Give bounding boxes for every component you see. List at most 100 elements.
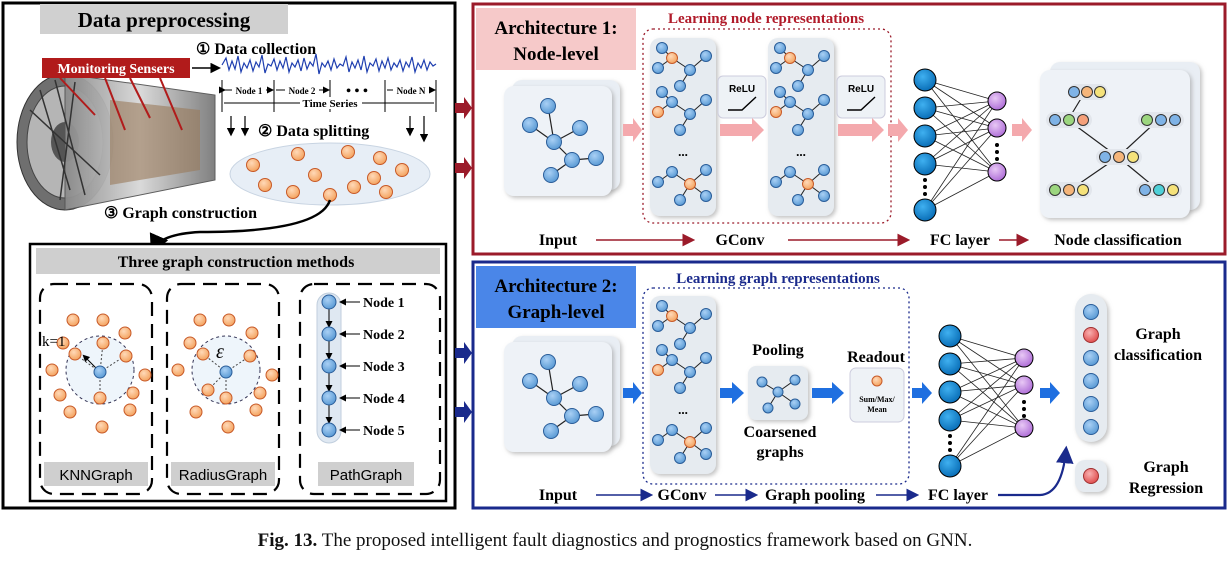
node-1-segment: Node 1 (236, 86, 263, 96)
arch1-relu-arrow-2 (838, 118, 884, 142)
arch2-input-graph (504, 336, 620, 452)
arch1-relu-1: ReLU (717, 75, 767, 119)
path-node-5: Node 5 (363, 424, 405, 439)
coarsened-line-1: Coarsened (744, 424, 817, 441)
arch2-title-line2: Graph-level (507, 302, 604, 323)
graph-classification-nodes (1083, 304, 1099, 435)
arch2-output-arrow (1040, 382, 1060, 404)
sensor-lines (59, 77, 183, 131)
path-node-2: Node 2 (363, 328, 405, 343)
arch2-gconv-region (642, 287, 910, 485)
knn-graph-box (38, 282, 154, 496)
node-n-segment: Node N (397, 86, 426, 96)
path-node-4: Node 4 (363, 392, 405, 407)
arch1-title-line2: Node-level (513, 44, 598, 65)
step3-label: ③ Graph construction (104, 205, 257, 222)
arch2-fc-arrow (912, 382, 932, 404)
step2-label: ② Data splitting (258, 123, 369, 140)
coarsened-graph (748, 366, 808, 420)
arch2-subtitle: Learning graph representations (676, 271, 880, 287)
svg-text:...: ... (678, 144, 688, 159)
path-node-1: Node 1 (363, 296, 405, 311)
preprocessing-title: Data preprocessing (78, 8, 251, 32)
node-2-segment: Node 2 (289, 86, 316, 96)
arch2-flow-arrow-4 (998, 445, 1074, 497)
readout-label: Readout (847, 349, 905, 366)
arch2-input-label: Input (539, 487, 578, 504)
readout-box (849, 367, 905, 423)
splitting-arrows (226, 116, 429, 143)
path-graph-box (298, 282, 442, 496)
graph-regression-node (1083, 468, 1099, 484)
methods-title-bg (36, 248, 440, 274)
arch2-fc-label: FC layer (928, 487, 988, 504)
path-label-arrows (339, 298, 360, 434)
segment-ellipsis: • • • (346, 84, 368, 99)
step1-label: ① Data collection (196, 41, 316, 58)
construction-arrow (149, 199, 332, 255)
arch2-pool-arrow (720, 382, 744, 404)
svg-text:ReLU: ReLU (729, 84, 755, 95)
arch1-subtitle: Learning node representations (668, 11, 864, 27)
graph-classification-vector (1075, 294, 1107, 442)
arch1-fc-arrow (888, 118, 908, 142)
arch1-relu-arrow-1 (720, 118, 764, 142)
knn-label: KNNGraph (59, 467, 132, 484)
arch2-readout-arrow (812, 382, 844, 404)
arch1-title-line1: Architecture 1: (494, 18, 617, 39)
pooling-label: Pooling (752, 342, 804, 359)
caption-text: The proposed intelligent fault diagnosti… (321, 530, 973, 551)
arch2-title-line1: Architecture 2: (494, 276, 617, 297)
arch1-relu-2: ReLU (836, 75, 886, 119)
arch2-gconv-layer: ... (650, 296, 716, 474)
arch1-input-label: Input (539, 232, 578, 249)
radius-graph-box (165, 282, 281, 496)
framework-diagram: Data preprocessing Monitoring Sensers ① … (1, 1, 1227, 510)
figure-caption: Fig. 13. The proposed intelligent fault … (0, 530, 1230, 552)
time-series-signal (221, 53, 437, 75)
arch2-gconv-label: GConv (658, 487, 707, 504)
arch1-gconv-label: GConv (716, 232, 765, 249)
arch1-input-graph (504, 80, 620, 196)
arch1-gconv-layer-2: ... (768, 38, 834, 216)
arch1-node-classification-graph (1040, 62, 1200, 218)
to-arch2-arrows (455, 342, 472, 423)
arch2-input-arrow (623, 382, 642, 404)
coarsened-line-2: graphs (756, 444, 803, 461)
arch2-fc-layer (938, 324, 1034, 478)
readout-ops-line-1: Sum/Max/ (859, 395, 895, 404)
caption-label: Fig. 13. (257, 530, 318, 551)
split-sample-nodes (246, 145, 409, 202)
graph-regression-line-1: Graph (1143, 459, 1188, 476)
readout-ops-line-2: Mean (867, 405, 887, 414)
arch1-input-arrow (623, 118, 642, 142)
svg-text:...: ... (796, 144, 806, 159)
arch1-output-arrow (1012, 118, 1032, 142)
epsilon-label: ε (216, 341, 224, 363)
methods-title: Three graph construction methods (118, 254, 355, 271)
sensors-label-bg (42, 58, 190, 78)
arch1-output-label: Node classification (1054, 232, 1182, 249)
arch1-title-bg (476, 8, 636, 70)
svg-text:...: ... (678, 402, 688, 417)
time-series-label: Time Series (302, 98, 358, 110)
preprocessing-title-bg (40, 4, 288, 34)
path-nodes (321, 294, 337, 438)
arch2-pooling-label: Graph pooling (765, 487, 865, 504)
path-label: PathGraph (330, 467, 403, 484)
arch2-title-bg (476, 266, 636, 328)
radius-nodes (171, 313, 279, 434)
to-arch1-arrows (455, 97, 472, 179)
k-label: k=1 (42, 334, 65, 350)
radius-label: RadiusGraph (179, 467, 267, 484)
svg-text:ReLU: ReLU (848, 84, 874, 95)
graph-classification-line-1: Graph (1135, 326, 1180, 343)
knn-nodes (45, 313, 152, 434)
path-node-3: Node 3 (363, 360, 405, 375)
sensors-label: Monitoring Sensers (57, 62, 175, 77)
arch1-fc-label: FC layer (930, 232, 990, 249)
graph-classification-line-2: classification (1114, 347, 1202, 364)
arch1-gconv-layer-1: ... (650, 38, 716, 216)
graph-regression-line-2: Regression (1129, 480, 1203, 497)
jet-engine-illustration (16, 73, 216, 211)
